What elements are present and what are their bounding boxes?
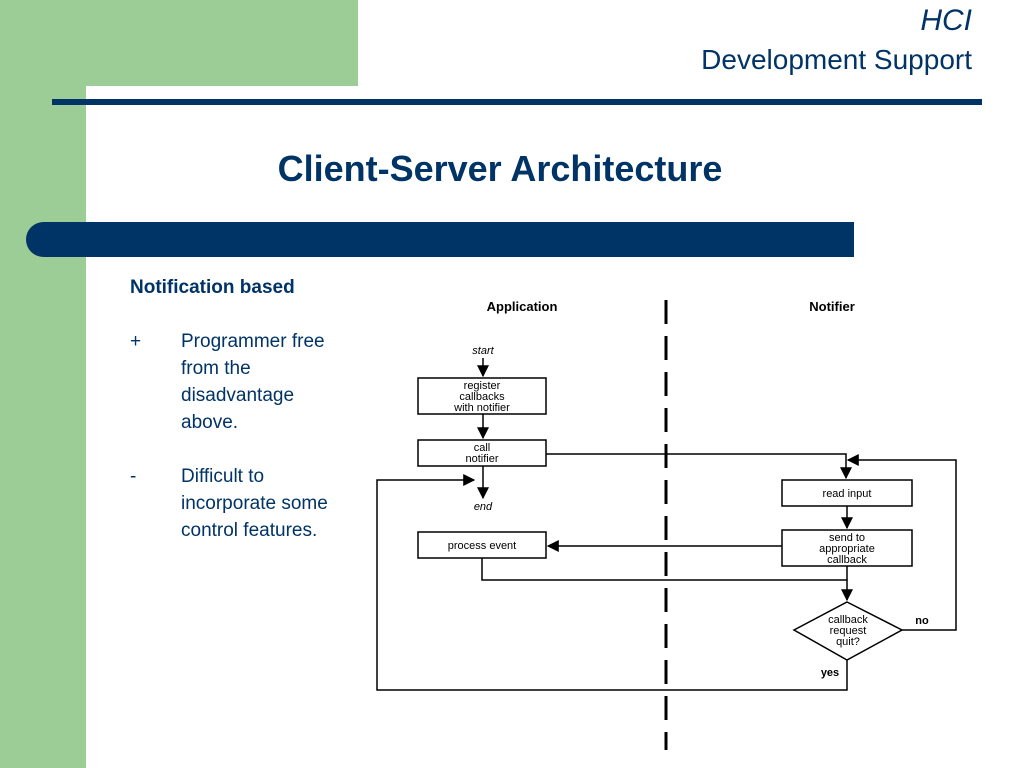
start-label: start (472, 345, 494, 357)
process-event-box (417, 531, 547, 559)
decision-line-3: quit? (836, 636, 860, 648)
bullet-marker: + (130, 331, 142, 352)
register-callbacks-box (417, 377, 547, 415)
no-label: no (915, 615, 929, 627)
read-input-box (781, 479, 913, 507)
bullet-text: Programmer free from the disadvantage ab… (181, 331, 325, 433)
process-event-label: process event (448, 540, 516, 552)
course-title: HCI (920, 4, 972, 37)
bullet-marker: - (130, 466, 137, 487)
arrow (546, 453, 852, 480)
call-line-2: notifier (465, 453, 498, 465)
notification-flow-diagram: Application Notifier start register call… (376, 299, 957, 750)
arrow (376, 474, 848, 691)
send-line-1: send to (829, 532, 865, 544)
decision-line-1: callback (828, 614, 868, 626)
yes-label: yes (821, 667, 839, 679)
register-line-3: with notifier (453, 402, 510, 414)
bullet-item: - Difficult to incorporate some control … (130, 463, 350, 544)
lane-header-application: Application (487, 299, 558, 314)
title-underline-bar (26, 222, 854, 257)
top-accent-bar (0, 0, 358, 86)
send-callback-box (781, 529, 913, 567)
call-line-1: call (474, 442, 491, 454)
slide-title: Client-Server Architecture (277, 148, 723, 189)
notes-block: Notification based + Programmer free fro… (130, 274, 350, 571)
arrow (481, 558, 853, 602)
end-label: end (474, 501, 493, 513)
decision-line-2: request (830, 625, 867, 637)
bullet-text: Difficult to incorporate some control fe… (181, 466, 328, 541)
section-subtitle: Development Support (701, 44, 972, 75)
read-input-label: read input (823, 488, 872, 500)
side-accent-bar (0, 0, 86, 768)
arrow (846, 454, 957, 631)
header-rule (52, 99, 982, 105)
notes-heading: Notification based (130, 277, 295, 298)
send-line-3: callback (827, 554, 867, 566)
bullet-item: + Programmer free from the disadvantage … (130, 328, 350, 436)
content-area (86, 110, 1024, 768)
call-notifier-box (417, 439, 547, 467)
register-line-2: callbacks (459, 391, 505, 403)
lane-header-notifier: Notifier (809, 299, 855, 314)
send-line-2: appropriate (819, 543, 875, 555)
register-line-1: register (464, 380, 501, 392)
